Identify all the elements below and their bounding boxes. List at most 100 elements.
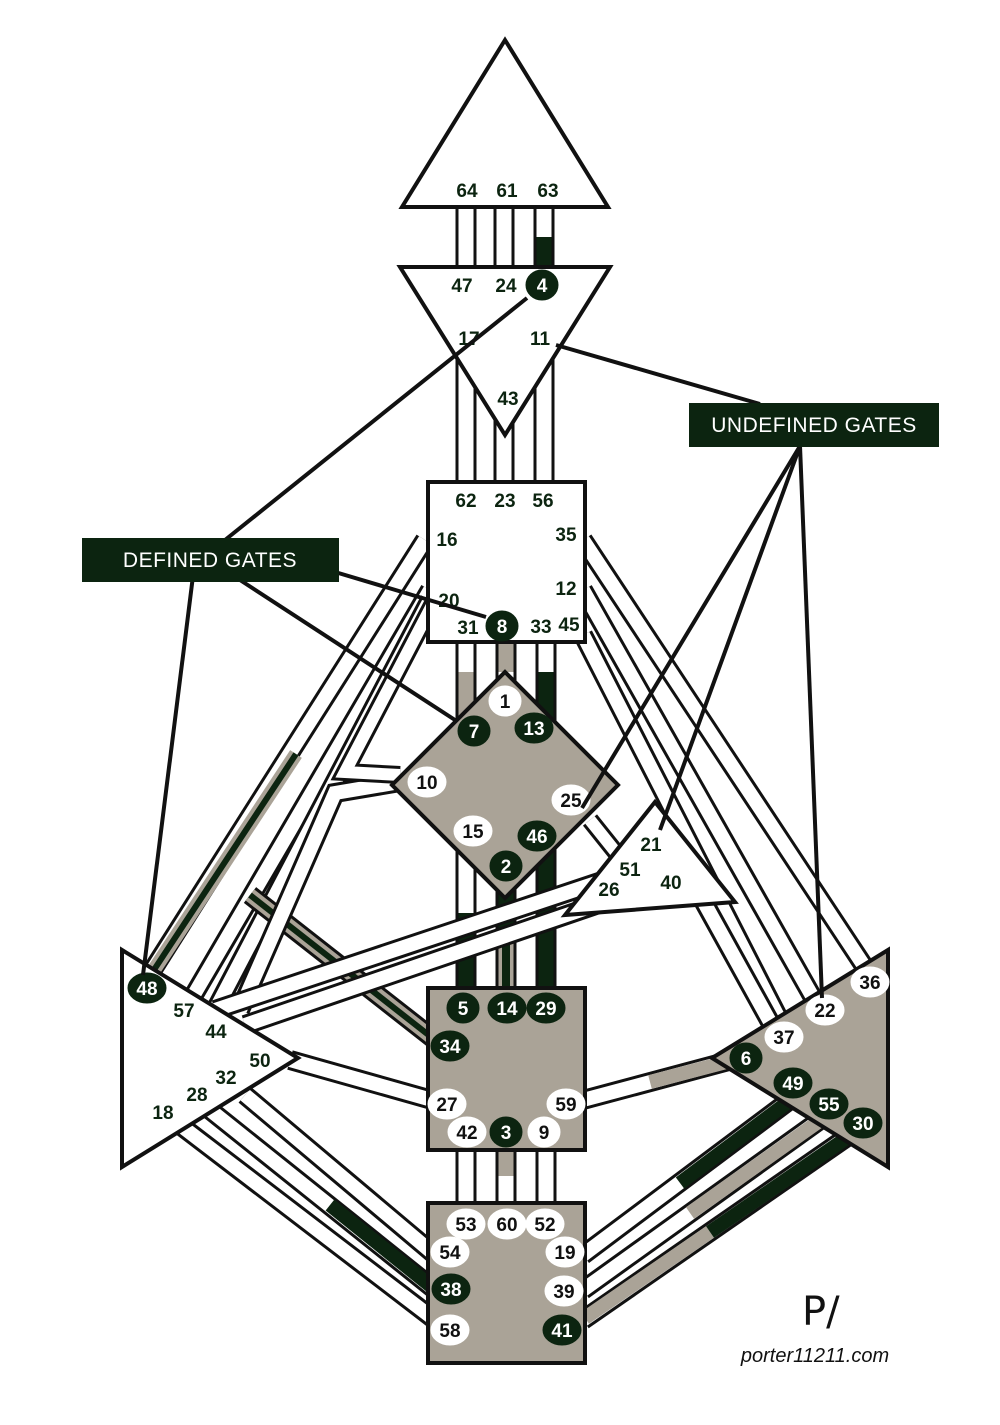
gate-bubble	[431, 1273, 471, 1305]
gate-number: 24	[495, 276, 517, 297]
gate-bubble	[544, 1275, 584, 1307]
gate-52: 52	[525, 1208, 565, 1240]
gate-3: 3	[489, 1116, 523, 1148]
channel-16-48	[134, 534, 434, 991]
gate-39: 39	[544, 1275, 584, 1307]
gate-54: 54	[430, 1236, 470, 1268]
gate-number: 48	[136, 979, 157, 1000]
gate-34: 34	[430, 1030, 470, 1062]
gate-number: 51	[619, 860, 641, 881]
channel-18-58	[173, 1117, 442, 1328]
channel-10-20	[330, 585, 448, 784]
gate-number: 32	[215, 1068, 236, 1089]
gate-number: 6	[741, 1049, 752, 1070]
gate-40: 40	[660, 873, 681, 894]
gate-8: 8	[485, 610, 519, 642]
gate-number: 62	[455, 491, 476, 512]
gate-number: 47	[451, 276, 472, 297]
gate-37: 37	[764, 1021, 804, 1053]
gate-47: 47	[451, 276, 472, 297]
gate-number: 44	[205, 1022, 227, 1043]
channel-12-22	[574, 585, 829, 1015]
gate-58: 58	[430, 1314, 470, 1346]
gate-number: 16	[436, 530, 457, 551]
gate-number: 31	[457, 618, 479, 639]
gate-number: 9	[539, 1123, 550, 1144]
gate-number: 36	[859, 973, 880, 994]
gate-number: 39	[553, 1282, 574, 1303]
gate-12: 12	[555, 579, 576, 600]
gate-number: 64	[456, 181, 478, 202]
channel-50-27	[287, 1050, 435, 1110]
gate-bubble	[517, 820, 557, 852]
gate-62: 62	[455, 491, 476, 512]
gate-number: 38	[440, 1280, 461, 1301]
gate-bubble	[489, 1116, 523, 1148]
channel-63-4	[533, 203, 555, 272]
gate-bubble	[843, 1107, 883, 1139]
gate-23: 23	[494, 491, 515, 512]
gate-21: 21	[640, 835, 662, 856]
gate-1: 1	[488, 685, 522, 717]
channel-28-38	[203, 1102, 442, 1298]
gate-19: 19	[545, 1236, 585, 1268]
ajna-center	[396, 265, 614, 439]
gate-number: 3	[501, 1123, 512, 1144]
gate-number: 54	[439, 1243, 461, 1264]
gate-31: 31	[457, 618, 479, 639]
gate-29: 29	[526, 992, 566, 1024]
gate-number: 12	[555, 579, 576, 600]
gate-bubble	[514, 712, 554, 744]
gate-number: 5	[458, 999, 469, 1020]
channel-42-53	[455, 1146, 477, 1208]
gate-number: 55	[818, 1095, 840, 1116]
gate-64: 64	[456, 181, 478, 202]
gate-bubble	[489, 850, 523, 882]
gate-59: 59	[546, 1088, 586, 1120]
head-center	[398, 36, 612, 209]
gate-5: 5	[446, 992, 480, 1024]
gate-number: 21	[640, 835, 662, 856]
gate-bubble	[407, 766, 447, 798]
website-link[interactable]: porter11211.com	[740, 1345, 889, 1367]
gate-bubble	[545, 1236, 585, 1268]
gate-number: 18	[152, 1103, 173, 1124]
gate-number: 19	[554, 1243, 575, 1264]
channel-39-55	[577, 1111, 826, 1299]
gate-bubble	[525, 1208, 565, 1240]
gate-33: 33	[530, 617, 551, 638]
gate-number: 27	[436, 1095, 457, 1116]
channel-44-26	[211, 870, 609, 1020]
gate-bubble	[850, 966, 890, 998]
gate-number: 14	[496, 999, 518, 1020]
gate-15: 15	[453, 815, 493, 847]
gate-38: 38	[431, 1273, 471, 1305]
gate-26: 26	[598, 880, 619, 901]
gate-number: 26	[598, 880, 619, 901]
gate-number: 25	[560, 791, 582, 812]
gate-number: 8	[497, 617, 508, 638]
gate-28: 28	[186, 1085, 207, 1106]
spleen-center	[120, 946, 302, 1171]
gate-4: 4	[525, 269, 559, 301]
gate-32: 32	[215, 1068, 236, 1089]
gate-bubble	[551, 784, 591, 816]
gate-number: 45	[558, 615, 580, 636]
gate-44: 44	[205, 1022, 227, 1043]
gate-27: 27	[427, 1088, 467, 1120]
pointer-lines	[141, 296, 824, 999]
gate-bubble	[546, 1088, 586, 1120]
gate-number: 50	[249, 1051, 270, 1072]
defined-gates-text: DEFINED GATES	[123, 549, 297, 572]
channel-19-49	[577, 1091, 796, 1264]
gate-number: 22	[814, 1001, 835, 1022]
gate-30: 30	[843, 1107, 883, 1139]
gate-bubble	[809, 1088, 849, 1120]
gate-11: 11	[530, 329, 551, 350]
gate-bubble	[488, 685, 522, 717]
gate-41: 41	[542, 1314, 582, 1346]
gate-42: 42	[447, 1116, 487, 1148]
channel-9-52	[535, 1146, 557, 1208]
